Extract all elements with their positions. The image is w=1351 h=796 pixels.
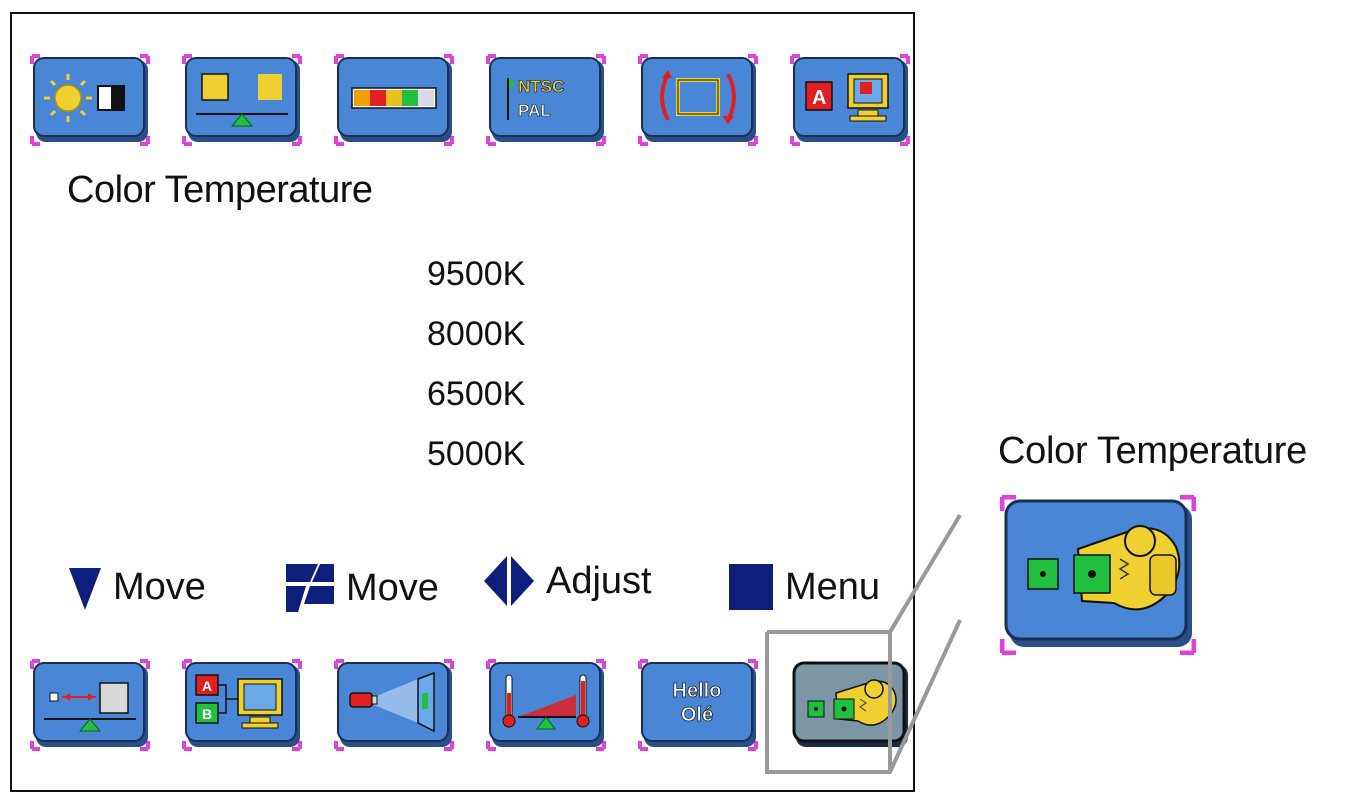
hello-label: Hello (673, 680, 722, 702)
callout-title: Color Temperature (998, 430, 1307, 472)
hint-move2-label: Move (346, 566, 439, 609)
temperature-balance-icon (486, 659, 606, 751)
projector-keystone-tile[interactable] (334, 659, 454, 751)
ole-label: Olé (681, 704, 713, 726)
color-bars-tile[interactable] (334, 54, 454, 146)
option-5000k[interactable]: 5000K (427, 435, 526, 473)
input-a-label: A (202, 678, 212, 694)
osd-language-letter: A (812, 87, 826, 109)
size-balance-tile[interactable] (182, 54, 302, 146)
hint-move-label: Move (113, 565, 206, 608)
move-keys-icon (286, 564, 334, 612)
language-icon: Hello Olé (638, 659, 758, 751)
color-temperature-icon (792, 661, 908, 747)
language-tile[interactable]: Hello Olé (638, 659, 758, 751)
color-temperature-options: 9500K 8000K 6500K 5000K (427, 244, 525, 484)
left-right-arrows-icon (484, 556, 534, 606)
hint-menu: Menu (727, 562, 880, 612)
osd-language-tile[interactable]: A (790, 54, 910, 146)
pal-label: PAL (518, 101, 551, 120)
ntsc-label: NTSC (518, 77, 564, 96)
temperature-balance-tile[interactable] (486, 659, 606, 751)
position-balance-icon (30, 659, 150, 751)
hint-move-multi: Move (284, 562, 439, 614)
option-8000k[interactable]: 8000K (427, 315, 526, 353)
menu-title: Color Temperature (67, 169, 373, 211)
geometry-icon (638, 54, 758, 146)
down-triangle-icon (69, 568, 101, 610)
hint-adjust: Adjust (482, 554, 652, 608)
bottom-icon-row: A B (30, 659, 910, 751)
hint-move-down: Move (67, 562, 206, 612)
hint-adjust-label: Adjust (546, 559, 652, 602)
osd-language-icon: A (790, 54, 910, 146)
color-bars-icon (334, 54, 454, 146)
brightness-contrast-icon (30, 54, 150, 146)
projector-keystone-icon (334, 659, 454, 751)
position-balance-tile[interactable] (30, 659, 150, 751)
size-balance-icon (182, 54, 302, 146)
ntsc-pal-icon: NTSC PAL (486, 54, 606, 146)
option-6500k[interactable]: 6500K (427, 375, 526, 413)
input-select-tile[interactable]: A B (182, 659, 302, 751)
color-temperature-tile[interactable] (790, 659, 910, 751)
top-icon-row: NTSC PAL (30, 54, 910, 146)
geometry-tile[interactable] (638, 54, 758, 146)
hint-menu-label: Menu (785, 565, 881, 608)
option-9500k[interactable]: 9500K (427, 255, 526, 293)
input-b-label: B (202, 706, 212, 722)
input-select-icon: A B (182, 659, 302, 751)
callout-color-temperature-tile (999, 494, 1197, 656)
ntsc-pal-tile[interactable]: NTSC PAL (486, 54, 606, 146)
color-temperature-icon-large (999, 494, 1197, 656)
menu-square-icon (729, 564, 773, 610)
brightness-contrast-tile[interactable] (30, 54, 150, 146)
osd-window: NTSC PAL (10, 12, 915, 792)
